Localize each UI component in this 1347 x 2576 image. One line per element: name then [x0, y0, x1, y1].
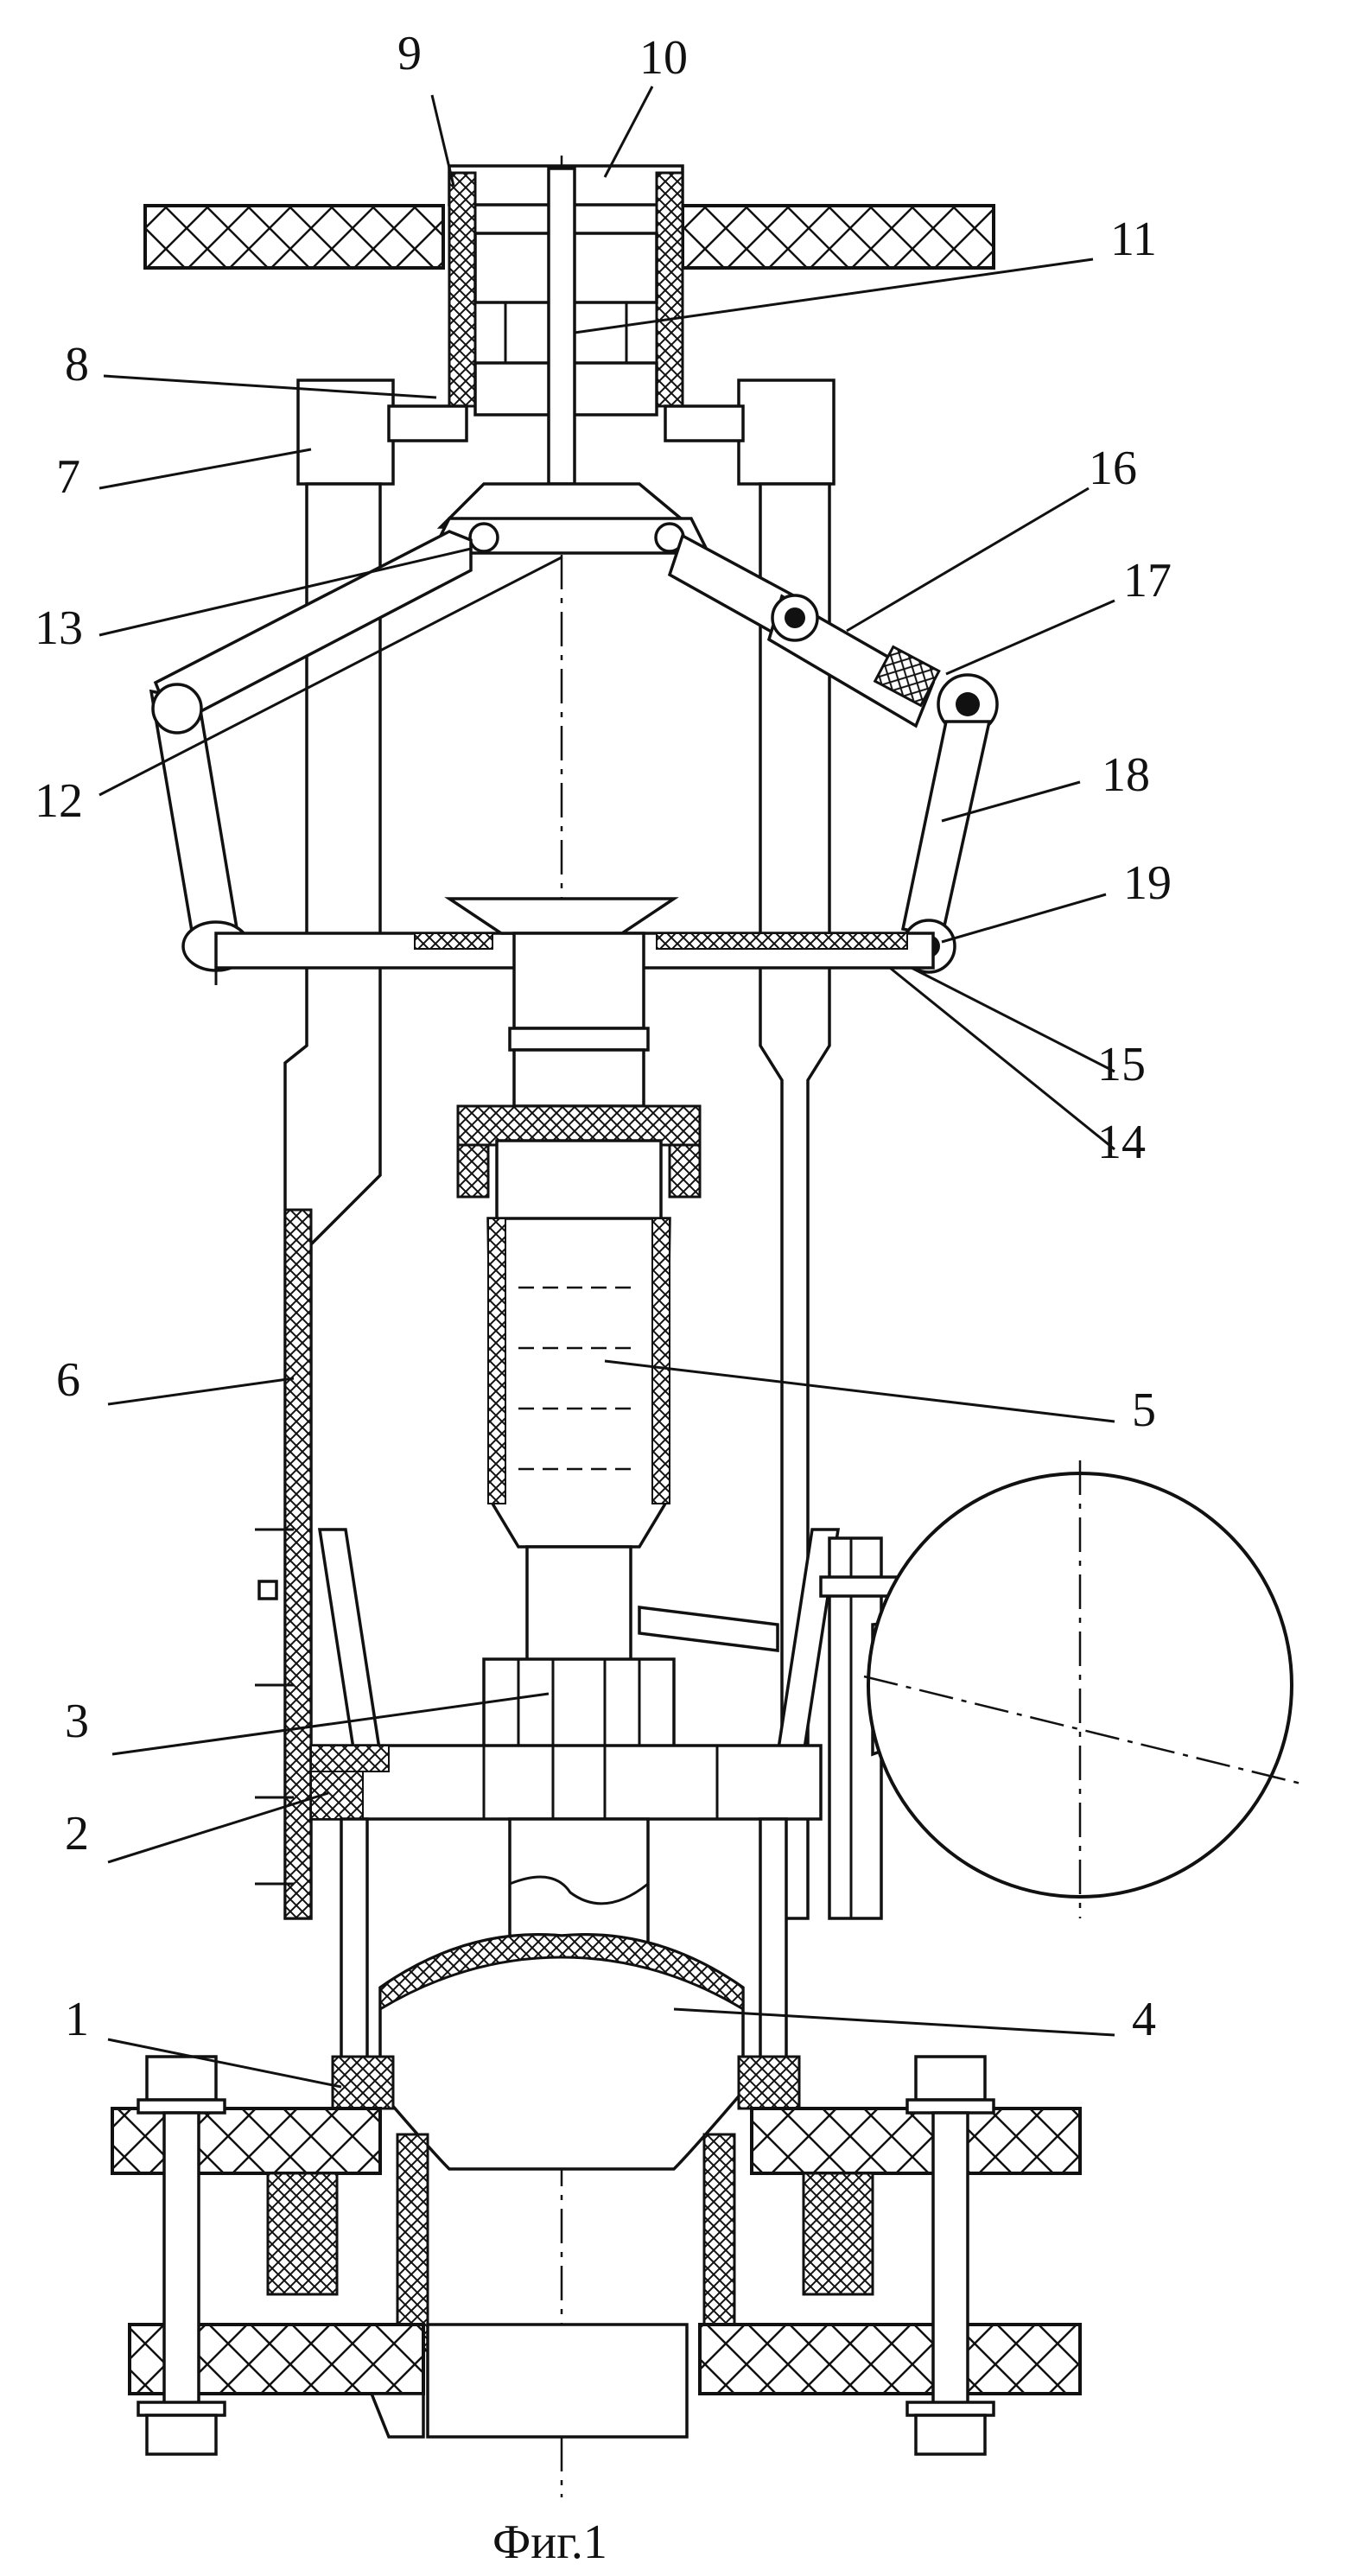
upper-crossbar	[432, 484, 708, 553]
flange-2	[311, 1746, 821, 1819]
label-16: 16	[1089, 442, 1137, 495]
label-15: 15	[1097, 1038, 1146, 1091]
label-19: 19	[1123, 856, 1172, 910]
sleeve-nut	[458, 1106, 700, 1227]
label-5: 5	[1132, 1383, 1156, 1437]
label-14: 14	[1097, 1116, 1146, 1169]
figure-caption: Фиг.1	[492, 2516, 607, 2569]
label-8: 8	[65, 338, 89, 391]
label-18: 18	[1102, 748, 1150, 802]
label-1: 1	[65, 1993, 89, 2046]
label-9: 9	[397, 27, 422, 80]
label-6: 6	[56, 1353, 80, 1407]
stem	[549, 169, 575, 484]
valve-cup-4	[380, 1935, 743, 2169]
label-12: 12	[35, 774, 83, 828]
float-assembly	[639, 1460, 1305, 1918]
label-17: 17	[1123, 554, 1172, 607]
label-10: 10	[639, 31, 688, 85]
label-3: 3	[65, 1695, 89, 1748]
label-7: 7	[56, 450, 80, 504]
body-5	[488, 1218, 670, 1720]
label-11: 11	[1110, 213, 1157, 266]
casing-6	[255, 1210, 311, 1918]
label-13: 13	[35, 601, 83, 655]
label-2: 2	[65, 1807, 89, 1860]
label-4: 4	[1132, 1993, 1156, 2046]
right-lever	[670, 536, 997, 972]
